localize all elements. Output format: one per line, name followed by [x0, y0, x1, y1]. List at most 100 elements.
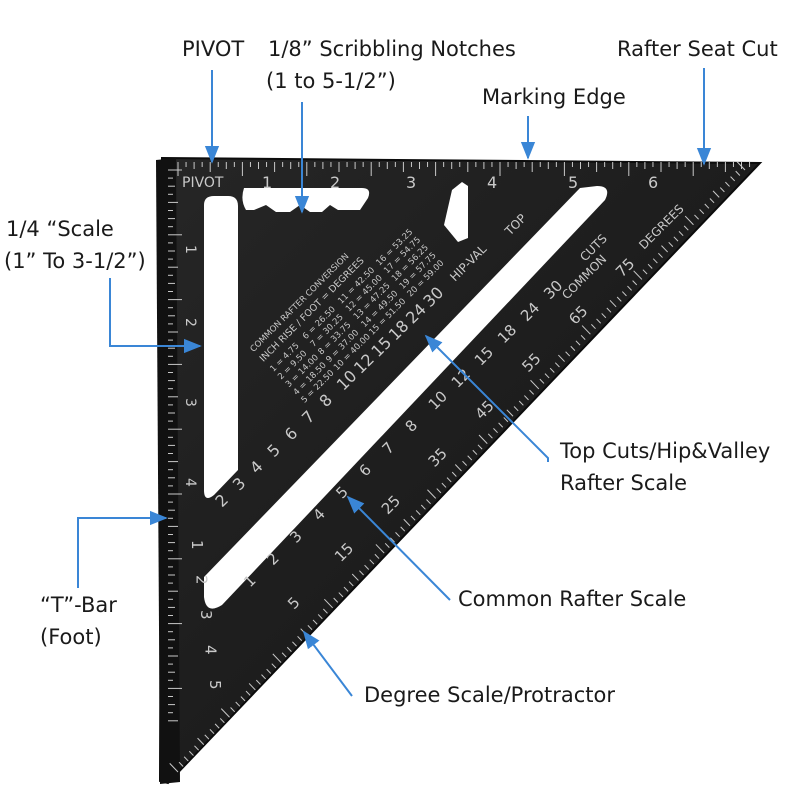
- ruler-tick: [694, 214, 699, 220]
- ruler-tick: [348, 581, 354, 587]
- ruler-tick: [684, 215, 694, 226]
- ruler-tick: [570, 345, 576, 351]
- top-inch-number: 4: [487, 173, 497, 192]
- foot-inch-number: 2: [193, 575, 211, 585]
- ruler-tick: [730, 176, 736, 182]
- callout-arrows: [77, 68, 712, 697]
- ruler-tick: [709, 198, 715, 204]
- foot-inch-number: 3: [197, 610, 215, 620]
- pivot-callout: PIVOT: [182, 37, 245, 61]
- top-inch-number: 1: [262, 173, 272, 192]
- scale-callout-line1: 1/4 “Scale: [6, 217, 114, 241]
- ruler-tick: [632, 280, 638, 286]
- ruler-tick: [403, 518, 411, 527]
- ruler-tick: [661, 245, 669, 253]
- ruler-tick: [415, 510, 421, 516]
- notches-callout-line1: 1/8” Scribbling Notches: [268, 37, 516, 61]
- ruler-tick: [351, 573, 359, 581]
- ruler-tick: [307, 625, 313, 631]
- ruler-tick: [441, 482, 447, 488]
- marking-edge-callout: Marking Edge: [482, 85, 626, 109]
- t-bar-arrow: [77, 510, 168, 588]
- foot-inch-number: 4: [202, 645, 220, 655]
- ruler-tick: [478, 434, 488, 444]
- ruler-tick: [333, 597, 339, 603]
- left-slot-cutout: [204, 196, 238, 499]
- ruler-tick: [410, 515, 416, 521]
- degree-scale-callout: Degree Scale/Protractor: [364, 683, 615, 707]
- hip-scale-arrow: [424, 334, 549, 462]
- ruler-tick: [178, 761, 184, 767]
- ruler-tick: [606, 307, 612, 313]
- ruler-tick: [658, 252, 663, 258]
- side-inch-number: 4: [182, 478, 198, 487]
- ruler-tick: [530, 379, 540, 390]
- ruler-tick: [194, 745, 199, 751]
- ruler-tick: [384, 542, 390, 548]
- ruler-tick: [436, 488, 442, 494]
- common-rafter-callout: Common Rafter Scale: [458, 587, 687, 611]
- ruler-tick: [549, 367, 555, 373]
- ruler-tick: [616, 296, 622, 302]
- ruler-tick: [312, 619, 318, 625]
- ruler-tick: [477, 444, 483, 450]
- ruler-tick: [506, 409, 514, 417]
- ruler-tick: [446, 477, 452, 483]
- ruler-tick: [487, 433, 493, 439]
- top-inch-number: 2: [330, 173, 340, 192]
- ruler-tick: [374, 553, 380, 559]
- scale-arrow: [109, 278, 202, 354]
- foot-inch-number: 1: [188, 540, 206, 550]
- ruler-tick: [230, 707, 236, 713]
- rafter-seat-callout: Rafter Seat Cut: [617, 37, 778, 61]
- ruler-tick: [529, 389, 535, 395]
- ruler-tick: [735, 170, 741, 176]
- ruler-tick: [169, 763, 179, 773]
- ruler-tick: [503, 417, 509, 423]
- side-inch-number: 2: [182, 318, 198, 327]
- ruler-tick: [281, 652, 287, 658]
- ruler-tick: [248, 683, 256, 691]
- ruler-tick: [493, 428, 498, 434]
- ruler-tick: [539, 378, 545, 384]
- ruler-tick: [369, 559, 375, 565]
- ruler-tick: [725, 181, 730, 187]
- ruler-tick: [286, 646, 292, 652]
- ruler-tick: [209, 729, 215, 735]
- ruler-tick: [699, 209, 705, 215]
- diagonal-slot-cutout: [204, 186, 608, 609]
- ruler-tick: [420, 504, 426, 510]
- ruler-tick: [609, 299, 617, 308]
- ruler-tick: [633, 270, 643, 280]
- top-inch-scale: PIVOT 1 2 3 4 5 6: [182, 173, 658, 192]
- hip-scale-callout-line2: Rafter Scale: [560, 471, 687, 495]
- t-bar-callout-line2: (Foot): [40, 625, 102, 649]
- ruler-tick: [591, 324, 596, 330]
- side-inch-number: 1: [182, 245, 198, 254]
- ruler-tick: [518, 400, 524, 406]
- top-inch-number: 3: [406, 173, 416, 192]
- ruler-tick: [642, 269, 648, 275]
- top-inch-number: 6: [648, 173, 658, 192]
- ruler-tick: [272, 653, 282, 663]
- ruler-tick: [454, 464, 462, 472]
- ruler-tick: [627, 285, 632, 291]
- ruler-tick: [554, 362, 560, 368]
- ruler-tick: [575, 340, 581, 346]
- table-column-3: 11 = 42.50 12 = 45.00 13 = 47.25 14 = 49…: [336, 266, 408, 338]
- ruler-tick: [581, 325, 591, 335]
- ruler-tick: [451, 471, 457, 477]
- ruler-tick: [647, 263, 653, 269]
- ruler-tick: [524, 395, 529, 401]
- ruler-tick: [565, 351, 571, 357]
- ruler-tick: [621, 291, 627, 297]
- ruler-tick: [266, 668, 272, 674]
- ruler-tick: [240, 696, 246, 702]
- ruler-tick: [683, 225, 689, 231]
- ruler-tick: [343, 586, 349, 592]
- ruler-tick: [375, 544, 385, 554]
- hip-scale-callout-line1: Top Cuts/Hip&Valley: [560, 439, 771, 463]
- ruler-tick: [197, 737, 205, 745]
- ruler-tick: [183, 756, 189, 762]
- ruler-tick: [364, 564, 370, 570]
